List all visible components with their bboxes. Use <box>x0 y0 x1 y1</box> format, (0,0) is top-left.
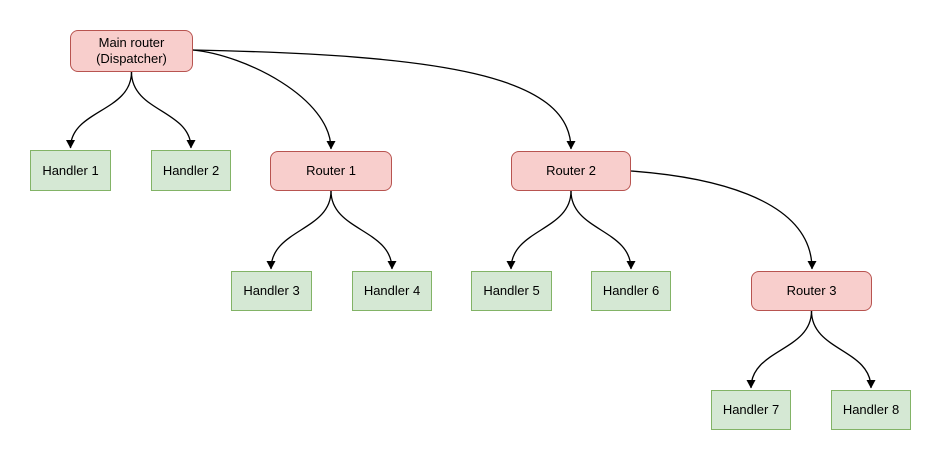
node-main-router: Main router (Dispatcher) <box>70 30 193 72</box>
node-handler-3-label: Handler 3 <box>243 283 300 298</box>
node-main-router-label: Main router (Dispatcher) <box>96 35 167 66</box>
edge-main-router-to-router-2 <box>192 49 576 150</box>
edge-router-2-to-handler-6 <box>570 190 636 270</box>
edge-router-1-to-handler-4 <box>330 190 397 270</box>
edge-main-router-to-router-1 <box>192 49 336 150</box>
node-router-1: Router 1 <box>270 151 392 191</box>
node-handler-1-label: Handler 1 <box>42 162 99 178</box>
node-handler-2-label: Handler 2 <box>162 162 220 178</box>
node-handler-7-label: Handler 7 <box>722 402 780 417</box>
node-handler-6-label: Handler 6 <box>602 283 660 298</box>
node-handler-3: Handler 3 <box>231 271 312 311</box>
edge-main-router-to-handler-2 <box>130 71 196 149</box>
node-handler-1: Handler 1 <box>30 150 111 191</box>
node-handler-8-label: Handler 8 <box>842 402 900 417</box>
node-handler-8: Handler 8 <box>831 390 911 430</box>
node-handler-4: Handler 4 <box>352 271 432 311</box>
edge-router-2-to-router-3 <box>630 170 817 270</box>
node-router-3-label: Router 3 <box>786 283 837 298</box>
node-router-2-label: Router 2 <box>546 163 596 178</box>
edge-main-router-to-handler-1 <box>66 71 133 149</box>
node-handler-6: Handler 6 <box>591 271 671 311</box>
node-handler-5: Handler 5 <box>471 271 552 311</box>
node-router-2: Router 2 <box>511 151 631 191</box>
node-router-3: Router 3 <box>751 271 872 311</box>
node-handler-7: Handler 7 <box>711 390 791 430</box>
node-handler-5-label: Handler 5 <box>483 283 540 298</box>
edge-router-1-to-handler-3 <box>266 190 332 270</box>
edge-router-3-to-handler-8 <box>810 310 876 389</box>
edge-router-3-to-handler-7 <box>746 310 813 389</box>
edge-router-2-to-handler-5 <box>506 190 572 270</box>
node-handler-4-label: Handler 4 <box>363 283 421 298</box>
node-handler-2: Handler 2 <box>151 150 231 191</box>
node-router-1-label: Router 1 <box>306 163 356 178</box>
